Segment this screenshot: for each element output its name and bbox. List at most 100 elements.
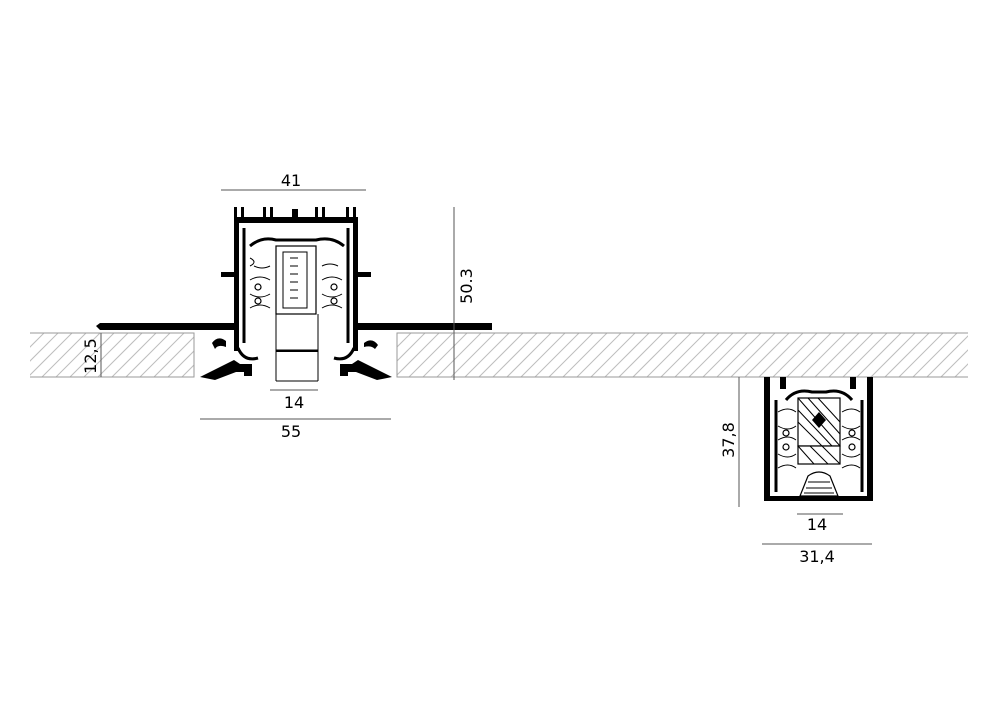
ceiling-hatch-line-right: [408, 333, 454, 377]
profile-connector-inner: [282, 251, 308, 309]
ceiling-hatch-line-left: [111, 333, 157, 377]
ceiling-hatch-right: [397, 333, 1000, 377]
ceiling-hatch-line-right: [436, 333, 482, 377]
profile-connector-body: [275, 245, 317, 315]
ceiling-hatch-line-right: [800, 333, 846, 377]
ceiling-hatch-line-right: [646, 333, 692, 377]
dimensions: 41 50.3 12,5 14 55 37,8 14 31,4: [81, 171, 872, 566]
ceiling-hatch-line-right: [772, 333, 818, 377]
surface-profile: [764, 377, 873, 501]
surface-connector-diamond: [812, 412, 826, 428]
profile-right-springs: [321, 263, 343, 309]
ceiling-hatch-line-right: [870, 333, 916, 377]
ceiling-right-outline: [396, 332, 968, 378]
ceiling-hatch-left: [30, 333, 194, 377]
profile-left-wing: [96, 323, 234, 330]
ceiling-hatch-line-right: [604, 333, 650, 377]
ceiling-hatch-line-right: [450, 333, 496, 377]
surface-lens: [799, 471, 839, 497]
dim-label-surface-opening: 14: [807, 515, 827, 534]
ceiling-hatch-line-left: [181, 364, 194, 377]
ceiling-hatch-line-left: [30, 333, 73, 376]
profile-bottom-lips: [236, 347, 356, 361]
ceiling-hatch-line-right: [492, 333, 538, 377]
profile-connector-pins: [290, 257, 298, 299]
ceiling-hatch-line-right: [940, 349, 968, 377]
ceiling-hatch-line-right: [397, 333, 412, 348]
ceiling-hatch-line-right: [534, 333, 580, 377]
ceiling-hatch-line-right: [884, 333, 930, 377]
dim-label-surface-width: 31,4: [799, 547, 835, 566]
dim-label-opening-width: 14: [284, 393, 304, 412]
ceiling-hatch-line-right: [898, 333, 944, 377]
ceiling-hatch-line-left: [41, 333, 87, 377]
ceiling-hatch-line-right: [744, 333, 790, 377]
ceiling-hatch-line-right: [464, 333, 510, 377]
profile-right-clip: [340, 360, 392, 380]
ceiling-hatch-line-right: [618, 333, 664, 377]
profile-right-screw-2: [330, 297, 338, 305]
ceiling-hatch-line-right: [716, 333, 762, 377]
dim-label-top-width: 41: [281, 171, 301, 190]
surface-inner-channel: [784, 389, 854, 402]
ceiling-hatch-line-right: [397, 333, 440, 376]
ceiling-hatch-line-right: [983, 333, 1000, 377]
dim-label-height: 50.3: [457, 268, 476, 304]
profile-inner-channel: [249, 237, 345, 248]
ceiling-hatch-line-right: [576, 333, 622, 377]
surface-left-screw-2: [782, 443, 790, 451]
profile-left-wall: [234, 217, 239, 351]
ceiling-hatch-line-right: [660, 333, 706, 377]
surface-inner-walls: [774, 400, 864, 492]
profile-left-clip: [200, 360, 252, 380]
ceiling-left-outline: [30, 332, 195, 378]
ceiling-hatch-line-right: [674, 333, 720, 377]
ceiling-hatch-line-right: [422, 333, 468, 377]
ceiling-hatch-line-right: [828, 333, 874, 377]
surface-right-springs: [841, 408, 861, 469]
profile-right-screw-1: [330, 283, 338, 291]
ceiling-hatch-line-right: [842, 333, 888, 377]
surface-right-wall: [867, 377, 873, 501]
ceiling-hatch-line-right: [632, 333, 678, 377]
profile-left-springs: [249, 257, 271, 309]
ceiling-hatch-line-right: [590, 333, 636, 377]
ceiling-panel: [30, 332, 1000, 378]
ceiling-hatch-line-right: [506, 333, 552, 377]
ceiling-hatch-line-right: [954, 363, 968, 377]
ceiling-hatch-line-left: [97, 333, 143, 377]
surface-bottom-bar: [764, 496, 873, 501]
ceiling-hatch-line-left: [30, 333, 31, 334]
profile-left-screw-2: [254, 297, 262, 305]
ceiling-hatch-line-right: [814, 333, 860, 377]
ceiling-hatch-line-right: [397, 333, 426, 362]
dim-label-surface-height: 37,8: [719, 422, 738, 458]
ceiling-hatch-line-right: [688, 333, 734, 377]
surface-top-tabs: [780, 377, 856, 389]
profile-left-screw-1: [254, 283, 262, 291]
ceiling-hatch-line-left: [125, 333, 171, 377]
surface-left-springs: [777, 408, 797, 469]
ceiling-hatch-line-left: [30, 333, 45, 348]
profile-right-wing: [358, 323, 492, 330]
profile-top-bar: [234, 217, 358, 223]
profile-inner-walls: [242, 228, 350, 343]
ceiling-hatch-line-right: [786, 333, 832, 377]
recessed-profile: [96, 207, 492, 382]
dim-label-total-width: 55: [281, 422, 301, 441]
profile-led-diffuser-line: [276, 350, 318, 352]
ceiling-hatch-line-right: [520, 333, 566, 377]
ceiling-hatch-line-left: [30, 333, 59, 362]
ceiling-hatch-line-left: [153, 336, 194, 377]
surface-right-screw-2: [848, 443, 856, 451]
surface-lens-texture: [804, 481, 834, 494]
profile-right-wall: [353, 217, 358, 351]
ceiling-hatch-line-right: [730, 333, 776, 377]
ceiling-hatch-line-left: [69, 333, 115, 377]
ceiling-hatch-line-right: [478, 333, 524, 377]
ceiling-hatch-line-right: [702, 333, 748, 377]
ceiling-hatch-line-left: [83, 333, 129, 377]
ceiling-hatch-line-left: [139, 333, 185, 377]
